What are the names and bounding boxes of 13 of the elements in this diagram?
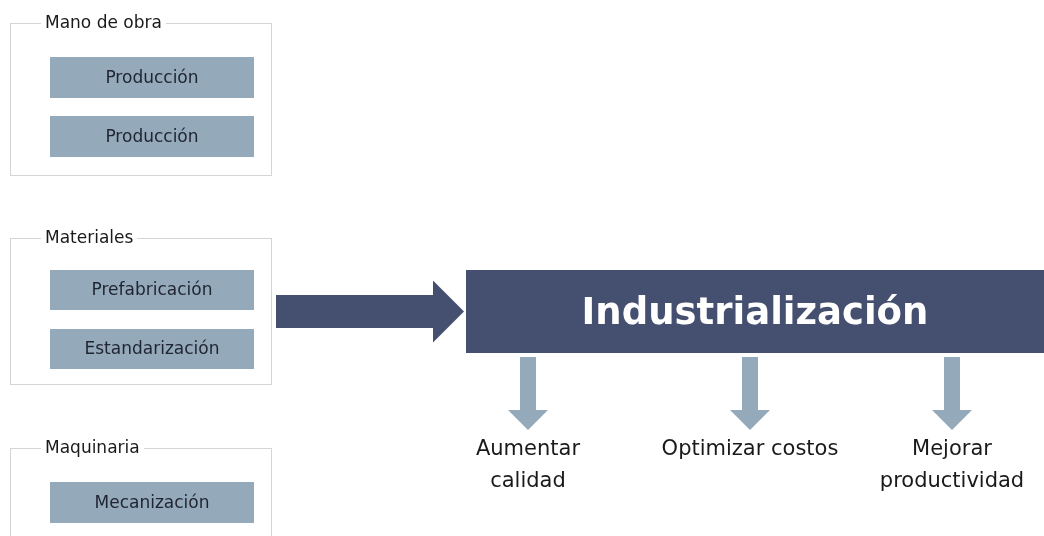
outcome-text: Aumentar calidad: [438, 432, 618, 508]
block-arrow: [730, 357, 770, 430]
category-box: Mecanización: [50, 482, 254, 523]
block-arrow: [508, 357, 548, 430]
block-arrow: [932, 357, 972, 430]
category-box: Producción: [50, 57, 254, 98]
category-box: Producción: [50, 116, 254, 157]
outcome-text: Optimizar costos: [660, 432, 840, 508]
block-arrow: [276, 280, 464, 343]
category-box: Prefabricación: [50, 270, 254, 310]
title-bar: Industrialización: [466, 270, 1044, 353]
category-box: Estandarización: [50, 329, 254, 369]
outcome-text: Mejorar productividad: [860, 432, 1044, 508]
